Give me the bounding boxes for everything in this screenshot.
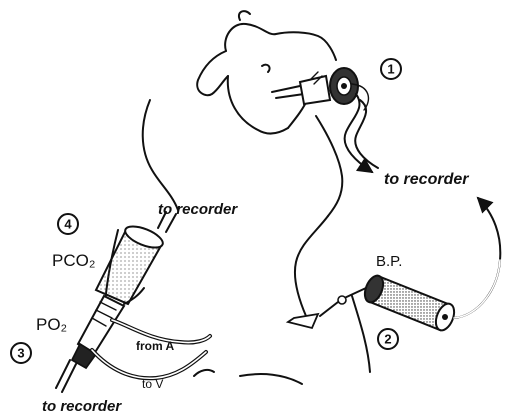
label-to-recorder-right: to recorder [384, 171, 469, 188]
dog-outline [104, 11, 370, 384]
label-bp: B.P. [376, 253, 402, 270]
marker-3: 3 [11, 343, 31, 363]
marker-1: 1 [381, 59, 401, 79]
probe-3-4-gas-electrodes [56, 212, 210, 392]
marker-2-number: 2 [384, 332, 391, 347]
label-to-recorder-bottom: to recorder [42, 398, 122, 413]
marker-2: 2 [378, 329, 398, 349]
label-to-recorder-middle: to recorder [158, 201, 238, 218]
marker-1-number: 1 [387, 62, 394, 77]
label-po2: PO₂ [36, 315, 67, 334]
probe-1-mouth-sensor [272, 68, 378, 172]
marker-4: 4 [58, 214, 78, 234]
marker-4-number: 4 [64, 217, 72, 232]
label-pco2: PCO₂ [52, 251, 95, 270]
marker-3-number: 3 [17, 346, 24, 361]
label-from-a: from A [136, 339, 175, 353]
label-to-v: to V [142, 377, 163, 391]
